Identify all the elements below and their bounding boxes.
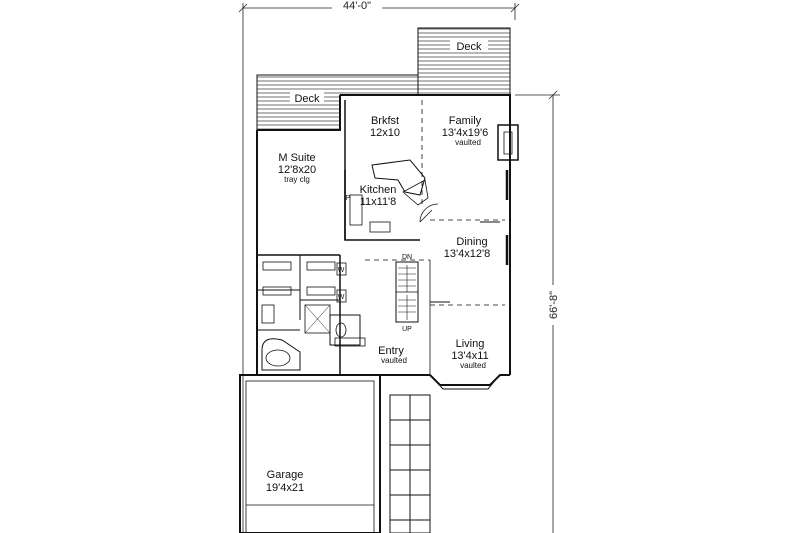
family-name: Family [449, 115, 482, 127]
entry-name: Entry [378, 345, 404, 357]
wh-label: W [338, 267, 345, 274]
dining-name: Dining [456, 236, 487, 248]
room-garage: Garage 19'4x21 [266, 469, 304, 494]
living-size: 13'4x11 [451, 350, 488, 362]
depth-label: 66'-8" [548, 291, 560, 319]
garage-size: 19'4x21 [266, 482, 304, 494]
m-suite-note: tray clg [284, 175, 310, 184]
m-suite-name: M Suite [278, 152, 315, 164]
room-entry: Entry vaulted [378, 345, 407, 365]
room-kitchen: Kitchen 11x11'8 [360, 184, 397, 208]
room-brkfst: Brkfst 12x10 [370, 115, 400, 139]
pantry-label: P [346, 195, 351, 202]
washer-label: W [338, 294, 345, 301]
entry-note: vaulted [381, 356, 407, 365]
width-label: 44'-0" [343, 0, 371, 12]
kitchen-name: Kitchen [360, 184, 397, 196]
room-dining: Dining 13'4x12'8 [444, 236, 490, 260]
brkfst-size: 12x10 [370, 127, 400, 139]
stair-up-label: UP [402, 326, 412, 333]
deck-upper-label: Deck [456, 41, 482, 53]
deck-lower-label: Deck [294, 93, 320, 105]
living-note: vaulted [460, 361, 486, 370]
living-name: Living [456, 338, 485, 350]
stair-down-label: DN [402, 254, 412, 261]
garage-name: Garage [267, 469, 304, 481]
deck-upper: Deck [417, 27, 511, 96]
room-living: Living 13'4x11 vaulted [451, 338, 488, 370]
garage [239, 374, 381, 533]
room-m-suite: M Suite 12'8x20 tray clg [278, 152, 316, 184]
brkfst-name: Brkfst [371, 115, 399, 127]
dimension-width: 44'-0" [238, 0, 520, 20]
m-suite-size: 12'8x20 [278, 164, 316, 176]
kitchen-size: 11x11'8 [360, 196, 397, 208]
dimension-depth: 66'-8" [515, 90, 561, 533]
family-note: vaulted [455, 138, 481, 147]
dining-size: 13'4x12'8 [444, 248, 490, 260]
front-walk [389, 394, 431, 533]
room-family: Family 13'4x19'6 vaulted [442, 115, 488, 147]
family-size: 13'4x19'6 [442, 127, 488, 139]
